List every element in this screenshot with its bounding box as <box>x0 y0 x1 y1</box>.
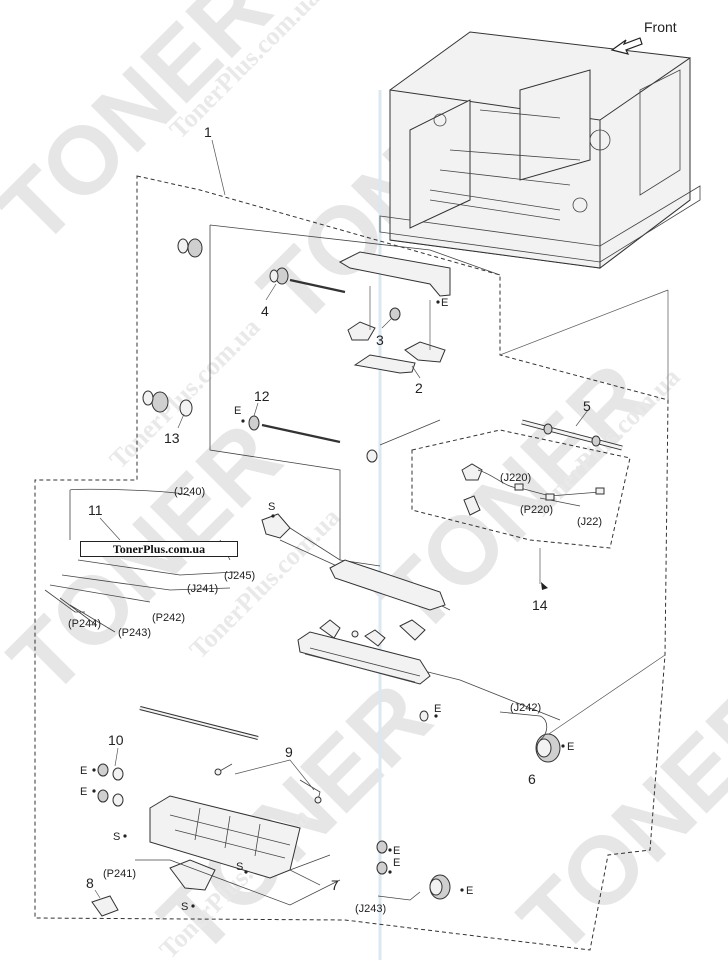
part-6-motor <box>419 710 561 763</box>
part-number-callouts: 1 2 3 4 5 6 7 8 9 10 11 12 13 14 <box>86 124 591 893</box>
connector-j245: (J245) <box>224 570 255 582</box>
part-14-sensor-harness <box>461 463 605 516</box>
e-ring-marker: E <box>234 405 241 417</box>
callout-12: 12 <box>254 388 270 404</box>
watermark-brand: TONER <box>359 343 671 655</box>
callout-7: 7 <box>331 877 339 893</box>
connector-j243: (J243) <box>355 903 386 915</box>
front-arrow-icon <box>610 37 643 55</box>
callout-11: 11 <box>88 502 103 518</box>
assembly-boundary <box>34 175 669 951</box>
screw-markers: S S S S <box>113 501 275 913</box>
callout-1: 1 <box>204 124 212 140</box>
screw-marker: S <box>113 831 120 843</box>
connector-j242: (J242) <box>510 702 541 714</box>
connector-p244: (P244) <box>68 618 101 630</box>
e-ring-marker: E <box>393 857 400 869</box>
down-arrow-icon <box>541 582 548 590</box>
screw-marker: S <box>236 861 243 873</box>
connector-p242: (P242) <box>152 612 185 624</box>
e-ring-markers: E E E E E E E E E <box>80 297 574 897</box>
sub-assembly-14-boundary <box>411 429 631 549</box>
callout-9: 9 <box>285 744 293 760</box>
connector-j22: (J22) <box>577 516 602 528</box>
connector-j241: (J241) <box>187 583 218 595</box>
part-5-shaft <box>521 419 623 451</box>
callout-3: 3 <box>376 332 384 348</box>
watermark-banner: TonerPlus.com.ua <box>80 541 238 557</box>
part-8-10-small-parts <box>91 763 322 917</box>
e-ring-marker: E <box>434 703 441 715</box>
callout-5: 5 <box>583 398 591 414</box>
callout-10: 10 <box>108 732 124 748</box>
callout-8: 8 <box>86 875 94 891</box>
e-ring-marker: E <box>466 885 473 897</box>
front-direction: Front <box>610 19 677 55</box>
e-ring-marker: E <box>80 786 87 798</box>
connector-p243: (P243) <box>118 627 151 639</box>
screw-marker: S <box>268 501 275 513</box>
e-ring-marker: E <box>393 845 400 857</box>
callout-13: 13 <box>164 430 180 446</box>
rollers-and-shafts <box>142 238 401 463</box>
callout-14: 14 <box>532 597 548 613</box>
connector-p241: (P241) <box>103 868 136 880</box>
e-ring-marker: E <box>567 741 574 753</box>
guide-assembly <box>297 559 446 685</box>
connector-j220: (J220) <box>500 472 531 484</box>
screw-marker: S <box>181 901 188 913</box>
part-7-frame <box>135 706 451 906</box>
part-2-bracket <box>338 251 451 374</box>
connector-j240: (J240) <box>174 486 205 498</box>
part-11-harness <box>44 488 381 633</box>
front-label: Front <box>644 19 677 35</box>
callout-2: 2 <box>415 380 423 396</box>
printer-body <box>379 31 701 270</box>
connector-labels: (J240) (J241) (J245) (P242) (P243) (P244… <box>68 472 602 915</box>
e-ring-marker: E <box>80 765 87 777</box>
watermark-brand: TONER <box>0 403 301 715</box>
callout-6: 6 <box>528 771 536 787</box>
callout-4: 4 <box>261 303 269 319</box>
e-ring-marker: E <box>441 297 448 309</box>
connector-p220: (P220) <box>520 504 553 516</box>
callout-leaders <box>94 139 589 899</box>
